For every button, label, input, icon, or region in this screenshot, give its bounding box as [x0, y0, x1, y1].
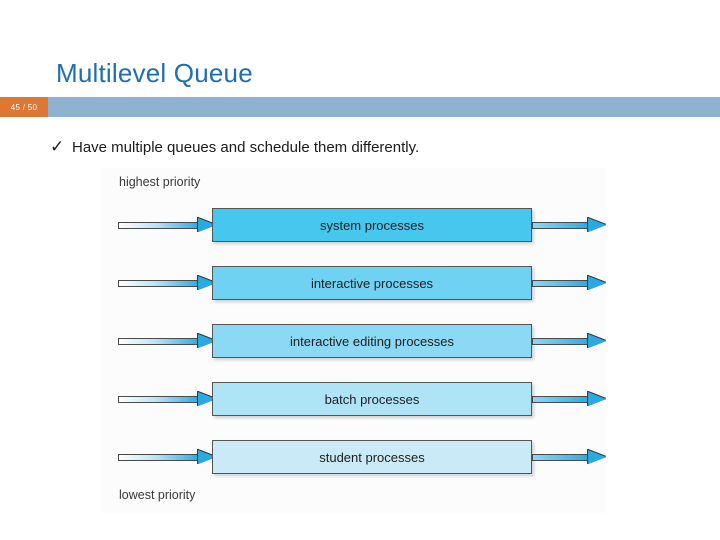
queue-label: interactive editing processes: [289, 333, 455, 349]
bullet-text: Have multiple queues and schedule them d…: [72, 139, 420, 156]
header-accent-bar: [0, 97, 720, 117]
outgoing-arrow-icon: [532, 276, 622, 290]
incoming-arrow-icon: [118, 334, 218, 348]
page-number-badge: 45 / 50: [0, 97, 48, 117]
arrow-head: [588, 334, 606, 348]
outgoing-arrow-icon: [532, 450, 622, 464]
highest-priority-label: highest priority: [119, 175, 201, 189]
checkmark-icon: ✓: [50, 137, 65, 156]
queue-row: batch processes: [102, 382, 606, 416]
queue-label: interactive processes: [310, 275, 434, 291]
lowest-priority-label: lowest priority: [119, 488, 196, 502]
queue-label: system processes: [319, 217, 425, 233]
outgoing-arrow-icon: [532, 392, 622, 406]
bullet-item: ✓ Have multiple queues and schedule them…: [50, 137, 419, 157]
incoming-arrow-icon: [118, 450, 218, 464]
queue-row: student processes: [102, 440, 606, 474]
arrow-head: [198, 334, 216, 348]
queue-box[interactable]: interactive editing processes: [212, 324, 532, 358]
page-title: Multilevel Queue: [56, 58, 253, 88]
arrow-shaft: [532, 396, 590, 403]
arrow-head: [588, 392, 606, 406]
queue-box[interactable]: interactive processes: [212, 266, 532, 300]
multilevel-queue-diagram: highest priority lowest priority system …: [102, 168, 606, 513]
queue-label: batch processes: [324, 391, 420, 407]
queue-row: interactive editing processes: [102, 324, 606, 358]
queue-box[interactable]: system processes: [212, 208, 532, 242]
arrow-shaft: [118, 280, 200, 287]
arrow-head: [198, 218, 216, 232]
arrow-head: [588, 276, 606, 290]
outgoing-arrow-icon: [532, 218, 622, 232]
arrow-head: [588, 450, 606, 464]
arrow-shaft: [118, 338, 200, 345]
arrow-shaft: [532, 280, 590, 287]
queue-box[interactable]: batch processes: [212, 382, 532, 416]
queue-label: student processes: [319, 449, 425, 465]
incoming-arrow-icon: [118, 276, 218, 290]
arrow-shaft: [118, 454, 200, 461]
queue-box[interactable]: student processes: [212, 440, 532, 474]
arrow-shaft: [532, 454, 590, 461]
queue-row: system processes: [102, 208, 606, 242]
arrow-head: [198, 276, 216, 290]
incoming-arrow-icon: [118, 392, 218, 406]
arrow-shaft: [532, 338, 590, 345]
arrow-head: [198, 450, 216, 464]
arrow-shaft: [118, 222, 200, 229]
arrow-shaft: [118, 396, 200, 403]
arrow-shaft: [532, 222, 590, 229]
arrow-head: [198, 392, 216, 406]
queue-row: interactive processes: [102, 266, 606, 300]
arrow-head: [588, 218, 606, 232]
outgoing-arrow-icon: [532, 334, 622, 348]
incoming-arrow-icon: [118, 218, 218, 232]
